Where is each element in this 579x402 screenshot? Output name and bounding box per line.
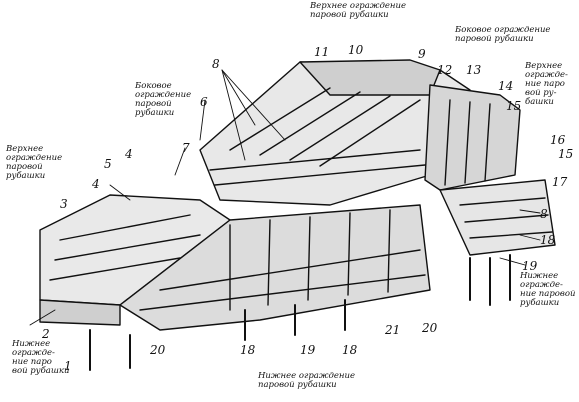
label-left-top: Верхнее ограждение паровой рубашки bbox=[6, 144, 63, 181]
label-side-left-center: Боковое ограждение паровой рубашки bbox=[135, 81, 192, 118]
callout-4b: 4 bbox=[125, 147, 133, 161]
callout-1: 1 bbox=[64, 359, 72, 373]
callout-15a: 15 bbox=[506, 99, 522, 113]
callout-9: 9 bbox=[418, 47, 426, 61]
right-structure bbox=[424, 84, 556, 256]
label-left-bottom: Нижнее огражде- ние паро вой рубашки bbox=[12, 339, 70, 376]
callout-13: 13 bbox=[466, 63, 482, 77]
callout-12: 12 bbox=[437, 63, 453, 77]
callout-20a: 20 bbox=[150, 343, 166, 357]
callout-14: 14 bbox=[498, 79, 514, 93]
support-pillars bbox=[89, 254, 511, 371]
callout-7: 7 bbox=[182, 141, 190, 155]
callout-15b: 15 bbox=[558, 147, 574, 161]
callout-4: 4 bbox=[92, 177, 100, 191]
callout-6: 6 bbox=[200, 95, 208, 109]
upper-deck bbox=[199, 59, 471, 206]
callout-18a: 18 bbox=[540, 233, 556, 247]
label-bottom-center: Нижнее ограждение паровой рубашки bbox=[258, 371, 356, 390]
callout-19b: 19 bbox=[300, 343, 316, 357]
callout-20b: 20 bbox=[422, 321, 438, 335]
callout-21: 21 bbox=[385, 323, 401, 337]
label-side-top-right: Боковое ограждение паровой рубашки bbox=[455, 25, 551, 44]
callout-3: 3 bbox=[60, 197, 68, 211]
callout-8b: 8 bbox=[540, 207, 548, 221]
callout-17: 17 bbox=[552, 175, 568, 189]
callout-11: 11 bbox=[314, 45, 330, 59]
callout-8a: 8 bbox=[212, 57, 220, 71]
leader-lines bbox=[29, 69, 541, 326]
callout-19a: 19 bbox=[522, 259, 538, 273]
callout-10: 10 bbox=[348, 43, 364, 57]
label-right-top: Верхнее огражде- ние паро вой ру- башки bbox=[525, 61, 568, 107]
callout-18b: 18 bbox=[240, 343, 256, 357]
callout-18c: 18 bbox=[342, 343, 358, 357]
label-top-center: Верхнее ограждение паровой рубашки bbox=[310, 1, 406, 20]
label-right-bottom: Нижнее огражде- ние паровой рубашки bbox=[520, 271, 576, 308]
callout-2: 2 bbox=[42, 327, 50, 341]
hull-side bbox=[119, 204, 431, 331]
callout-16: 16 bbox=[550, 133, 566, 147]
callout-5: 5 bbox=[104, 157, 112, 171]
